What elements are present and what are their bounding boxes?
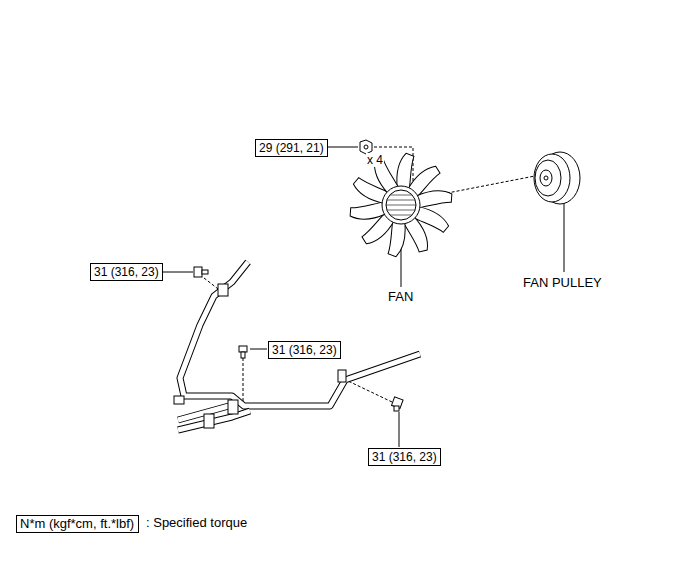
leader-line [401,248,402,287]
fan [349,152,454,257]
bracket [174,284,346,428]
bolt [194,267,403,411]
part-name: FAN [387,290,414,304]
fan-blade [415,188,453,208]
leader-line [250,349,267,350]
leader-line [328,147,358,148]
leader-line [158,272,193,273]
torque-value: 31 (316, 23) [272,343,337,357]
torque-box: 31 (316, 23) [368,448,441,466]
torque-value: 31 (316, 23) [372,450,437,464]
torque-value: 31 (316, 23) [94,265,159,279]
torque-value: N*m (kgf*cm, ft.*lbf) [20,517,135,531]
torque-box: 29 (291, 21) [255,139,328,157]
fan-pulley [534,152,580,204]
legend-text: : Specified torque [145,516,248,530]
pipe [178,262,420,430]
nut [360,140,372,154]
torque-value: 29 (291, 21) [259,141,324,155]
legend-box: N*m (kgf*cm, ft.*lbf) [16,515,139,533]
part-name: FAN PULLEY [522,276,603,290]
fan-blade [349,202,387,222]
leader-line [399,412,400,447]
torque-box: 31 (316, 23) [90,263,163,281]
torque-box: 31 (316, 23) [268,341,341,359]
assembly-line [204,147,540,402]
quantity-label: x 4 [366,153,384,167]
